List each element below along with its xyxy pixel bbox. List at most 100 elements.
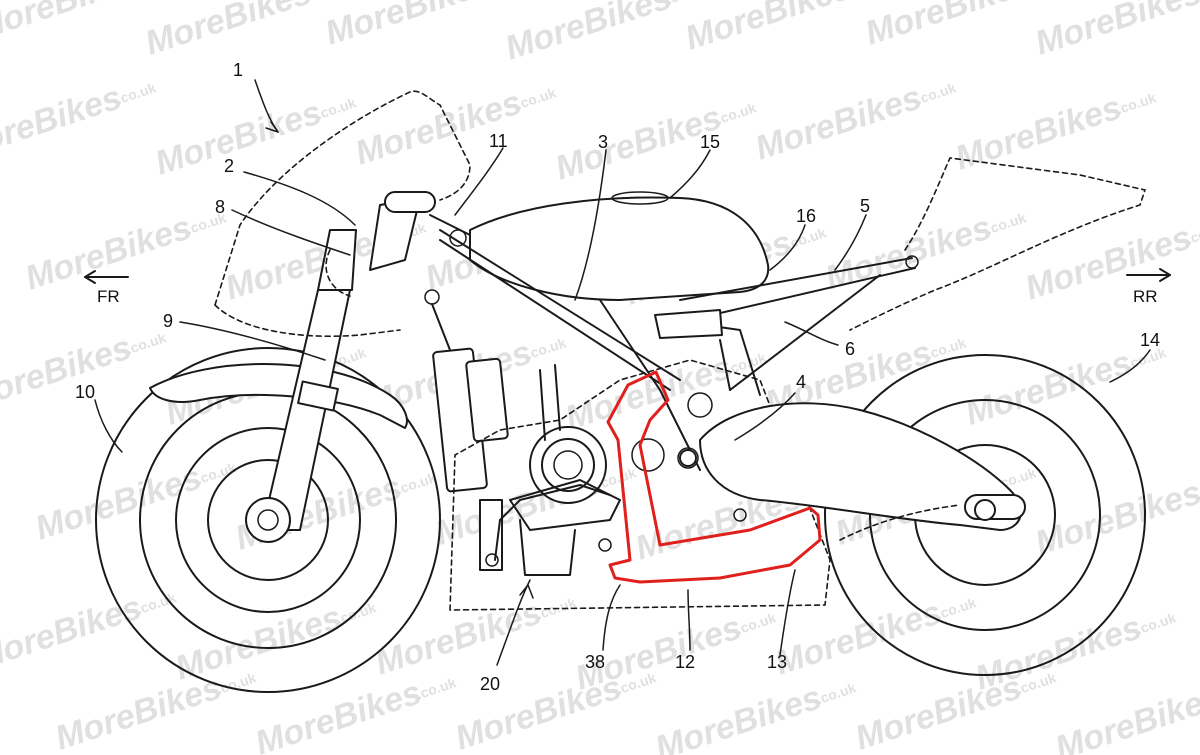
svg-text:MoreBikes: MoreBikes	[141, 0, 316, 63]
label-13: 13	[767, 652, 787, 672]
svg-text:.co.uk: .co.uk	[1115, 89, 1159, 117]
svg-text:.co.uk: .co.uk	[915, 79, 959, 107]
label-6: 6	[845, 339, 855, 359]
watermark-logo: MoreBikes.co.uk	[0, 78, 159, 167]
svg-text:.co.uk: .co.uk	[125, 329, 169, 357]
fairing	[214, 90, 471, 306]
svg-text:MoreBikes: MoreBikes	[31, 458, 206, 547]
svg-text:.co.uk: .co.uk	[115, 79, 159, 107]
rear-fender	[839, 504, 961, 541]
svg-text:MoreBikes: MoreBikes	[0, 328, 136, 417]
svg-text:MoreBikes: MoreBikes	[501, 0, 676, 68]
front-fender	[149, 363, 408, 429]
svg-text:MoreBikes: MoreBikes	[0, 588, 146, 677]
label-14: 14	[1140, 330, 1160, 350]
svg-text:MoreBikes: MoreBikes	[0, 0, 146, 48]
leader-lines	[94, 79, 1151, 666]
watermark-logo: MoreBikes.co.uk	[1031, 473, 1200, 562]
shock-absorber	[424, 289, 509, 493]
engine-outline	[449, 359, 831, 611]
svg-text:MoreBikes: MoreBikes	[861, 0, 1036, 53]
front-direction-arrow: FR	[84, 270, 129, 306]
watermark-logo: MoreBikes.co.uk	[681, 0, 856, 58]
watermark-logo: MoreBikes.co.uk	[751, 78, 959, 167]
reference-numerals: 1 2 3 4 5 6 8 9 10 11 12 13 14 15 16 20 …	[75, 60, 1160, 694]
svg-text:MoreBikes: MoreBikes	[251, 673, 426, 755]
svg-text:MoreBikes: MoreBikes	[1031, 473, 1200, 562]
svg-text:.co.uk: .co.uk	[415, 674, 459, 702]
svg-text:MoreBikes: MoreBikes	[1051, 678, 1200, 755]
svg-text:.co.uk: .co.uk	[785, 224, 829, 252]
svg-text:MoreBikes: MoreBikes	[221, 218, 396, 307]
label-5: 5	[860, 196, 870, 216]
label-4: 4	[796, 372, 806, 392]
swingarm-pivot	[679, 449, 697, 467]
label-9: 9	[163, 311, 173, 331]
label-1: 1	[233, 60, 243, 80]
svg-text:.co.uk: .co.uk	[715, 99, 759, 127]
watermark-logo: MoreBikes.co.uk	[251, 673, 459, 755]
rear-direction-label: RR	[1133, 287, 1158, 306]
label-8: 8	[215, 197, 225, 217]
svg-text:MoreBikes: MoreBikes	[321, 0, 496, 53]
watermark-logo: MoreBikes.co.uk	[151, 93, 359, 182]
label-15: 15	[700, 132, 720, 152]
svg-text:.co.uk: .co.uk	[985, 209, 1029, 237]
svg-text:MoreBikes: MoreBikes	[151, 93, 326, 182]
svg-text:MoreBikes: MoreBikes	[751, 78, 926, 167]
watermark-logo: MoreBikes.co.uk	[351, 83, 559, 172]
front-direction-label: FR	[97, 287, 120, 306]
label-16: 16	[796, 206, 816, 226]
svg-text:MoreBikes: MoreBikes	[771, 593, 946, 682]
label-20: 20	[480, 674, 500, 694]
watermark-logo: MoreBikes.co.uk	[1051, 678, 1200, 755]
rear-direction-arrow: RR	[1126, 268, 1171, 306]
label-2: 2	[224, 156, 234, 176]
watermark-logo: MoreBikes.co.uk	[141, 0, 348, 63]
label-10: 10	[75, 382, 95, 402]
front-wheel	[95, 347, 441, 693]
svg-text:.co.uk: .co.uk	[815, 679, 859, 707]
svg-text:MoreBikes: MoreBikes	[1031, 0, 1200, 63]
svg-text:MoreBikes: MoreBikes	[351, 83, 526, 172]
rear-subframe	[654, 255, 919, 391]
svg-text:MoreBikes: MoreBikes	[1021, 218, 1196, 307]
svg-text:MoreBikes: MoreBikes	[371, 593, 546, 682]
label-3: 3	[598, 132, 608, 152]
svg-text:.co.uk: .co.uk	[1135, 609, 1179, 637]
label-11: 11	[489, 131, 508, 151]
svg-text:.co.uk: .co.uk	[525, 334, 569, 362]
svg-text:MoreBikes: MoreBikes	[451, 668, 626, 755]
svg-text:.co.uk: .co.uk	[515, 84, 559, 112]
svg-text:.co.uk: .co.uk	[1195, 474, 1200, 502]
watermark-logo: MoreBikes.co.uk	[0, 328, 169, 417]
svg-text:MoreBikes: MoreBikes	[651, 678, 826, 755]
watermark-logo: MoreBikes.co.uk	[21, 208, 228, 297]
svg-text:MoreBikes: MoreBikes	[0, 78, 126, 167]
tank-cap	[611, 191, 669, 205]
watermark-logo: MoreBikes.co.uk	[1031, 0, 1200, 63]
label-38: 38	[585, 652, 605, 672]
steering-head	[369, 191, 471, 271]
watermark-logo: MoreBikes.co.uk	[1021, 218, 1200, 307]
rear-axle	[964, 494, 1026, 521]
svg-text:.co.uk: .co.uk	[315, 94, 359, 122]
label-12: 12	[675, 652, 695, 672]
watermark-logo: MoreBikes.co.uk	[551, 98, 759, 187]
watermark-logo: MoreBikes.co.uk	[371, 593, 578, 682]
svg-text:.co.uk: .co.uk	[935, 594, 979, 622]
tail-cowl	[849, 157, 1147, 331]
watermark-logo: MoreBikes.co.uk	[0, 588, 178, 677]
exhaust-highlight	[606, 370, 822, 584]
svg-text:MoreBikes: MoreBikes	[851, 668, 1026, 755]
watermark-logo: MoreBikes.co.uk	[501, 0, 709, 68]
cooler-hose	[494, 484, 611, 561]
svg-text:.co.uk: .co.uk	[395, 469, 439, 497]
svg-text:.co.uk: .co.uk	[735, 609, 779, 637]
watermark-logo: MoreBikes.co.uk	[651, 678, 859, 755]
svg-text:MoreBikes: MoreBikes	[681, 0, 856, 58]
svg-text:.co.uk: .co.uk	[665, 0, 709, 7]
watermark-logo: MoreBikes.co.uk	[321, 0, 496, 53]
